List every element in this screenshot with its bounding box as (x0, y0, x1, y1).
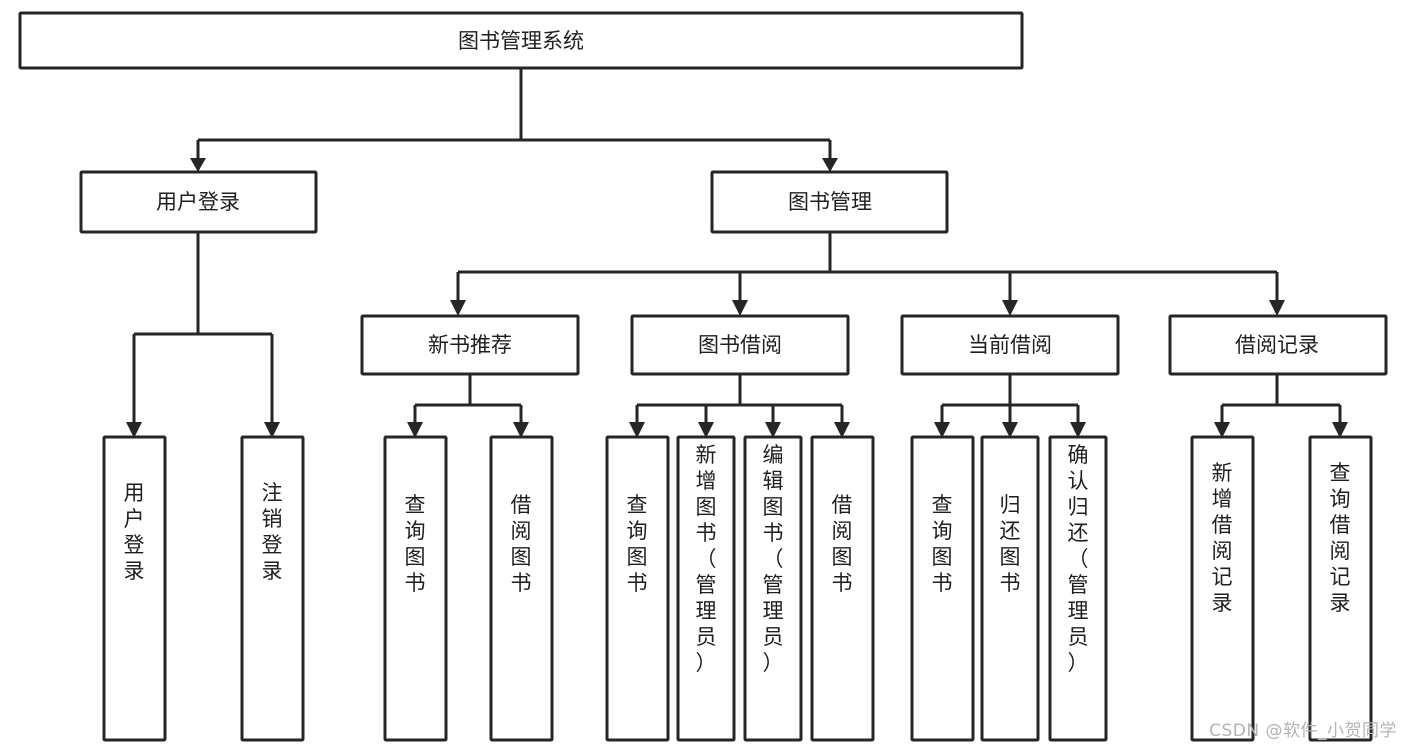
node-current-borrow[interactable]: 当前借阅 (900, 314, 1120, 376)
node-root[interactable]: 图书管理系统 (18, 11, 1024, 70)
node-book-borrow[interactable]: 图书借阅 (630, 314, 850, 376)
arrow-book-manage-to-book-borrow (732, 300, 748, 316)
node-leaf-return-book[interactable]: 归还图书 (980, 435, 1040, 742)
node-user-login[interactable]: 用户登录 (79, 170, 318, 234)
arrow-user-login-to-leaf-user-login (126, 422, 142, 438)
node-leaf-add-book-admin-label: 新增图书（管理员） (696, 443, 717, 675)
node-leaf-logout-login[interactable]: 注销登录 (240, 435, 305, 742)
node-leaf-logout-login-label: 注销登录 (262, 481, 283, 583)
node-leaf-user-login-box[interactable] (102, 435, 167, 742)
node-new-book-recommend-label: 新书推荐 (428, 333, 512, 357)
node-leaf-edit-book-admin-box[interactable] (743, 435, 803, 742)
node-leaf-query-book-3[interactable]: 查询图书 (910, 435, 975, 742)
node-current-borrow-label: 当前借阅 (968, 333, 1052, 357)
node-new-book-recommend[interactable]: 新书推荐 (360, 314, 580, 376)
node-leaf-borrow-book-1-label: 借阅图书 (511, 493, 532, 595)
node-leaf-borrow-book-2-box[interactable] (810, 435, 875, 742)
node-leaf-add-book-admin[interactable]: 新增图书（管理员） (676, 435, 736, 742)
node-root-box[interactable] (18, 11, 1024, 70)
arrow-borrow-to-query-book (629, 422, 645, 438)
arrow-book-manage-to-current-borrow (1002, 300, 1018, 316)
edge-borrow-record-bus (1220, 375, 1342, 424)
arrow-root-to-user-login (190, 158, 206, 172)
arrow-record-to-query-record (1332, 422, 1348, 438)
node-book-manage[interactable]: 图书管理 (710, 170, 949, 234)
node-book-manage-label: 图书管理 (788, 190, 872, 214)
node-leaf-borrow-book-2-label: 借阅图书 (832, 493, 853, 595)
arrow-current-to-confirm-return (1070, 422, 1086, 438)
node-leaf-user-login[interactable]: 用户登录 (102, 435, 167, 742)
node-leaf-query-book-1[interactable]: 查询图书 (383, 435, 448, 742)
node-leaf-borrow-book-1-box[interactable] (489, 435, 554, 742)
node-leaf-add-book-admin-box[interactable] (676, 435, 736, 742)
node-new-book-recommend-box[interactable] (360, 314, 580, 376)
node-leaf-query-borrow-record[interactable]: 查询借阅记录 (1308, 435, 1373, 742)
node-leaf-logout-login-box[interactable] (240, 435, 305, 742)
node-user-login-label: 用户登录 (156, 190, 240, 214)
arrow-root-to-book-manage (822, 158, 838, 172)
node-book-borrow-box[interactable] (630, 314, 850, 376)
arrow-recommend-to-borrow-book (513, 422, 529, 438)
node-leaf-query-book-2-box[interactable] (605, 435, 670, 742)
arrow-current-to-return-book (1002, 422, 1018, 438)
node-leaf-query-borrow-record-box[interactable] (1308, 435, 1373, 742)
node-book-borrow-label: 图书借阅 (698, 333, 782, 357)
edge-layer (126, 68, 1348, 438)
node-leaf-confirm-return-admin-label: 确认归还（管理员） (1068, 443, 1089, 675)
edge-current-borrow-bus (940, 375, 1080, 424)
node-leaf-add-borrow-record[interactable]: 新增借阅记录 (1190, 435, 1255, 742)
edge-book-borrow-bus (635, 375, 844, 424)
edge-book-manage-bus (456, 232, 1279, 302)
node-leaf-query-book-2[interactable]: 查询图书 (605, 435, 670, 742)
node-leaf-query-book-3-box[interactable] (910, 435, 975, 742)
node-leaf-confirm-return-admin[interactable]: 确认归还（管理员） (1048, 435, 1108, 742)
node-book-manage-box[interactable] (710, 170, 949, 234)
node-current-borrow-box[interactable] (900, 314, 1120, 376)
arrow-borrow-to-edit-book (765, 422, 781, 438)
arrow-book-manage-to-borrow-record (1269, 300, 1285, 316)
arrow-record-to-add-record (1214, 422, 1230, 438)
node-leaf-borrow-book-2[interactable]: 借阅图书 (810, 435, 875, 742)
node-borrow-record-box[interactable] (1168, 314, 1388, 376)
node-leaf-add-borrow-record-box[interactable] (1190, 435, 1255, 742)
node-leaf-add-borrow-record-label: 新增借阅记录 (1212, 461, 1233, 615)
arrow-book-manage-to-new-book-recommend (450, 300, 466, 316)
node-borrow-record-label: 借阅记录 (1235, 333, 1319, 357)
node-leaf-edit-book-admin-label: 编辑图书（管理员） (763, 443, 784, 675)
node-leaf-return-book-label: 归还图书 (1000, 493, 1021, 595)
edge-root-bus (196, 68, 832, 160)
node-borrow-record[interactable]: 借阅记录 (1168, 314, 1388, 376)
csdn-watermark: CSDN @软件_小贺同学 (1209, 721, 1397, 741)
node-leaf-return-book-box[interactable] (980, 435, 1040, 742)
node-leaf-query-book-3-label: 查询图书 (932, 493, 953, 595)
edge-new-book-recommend-bus (413, 375, 523, 424)
arrow-borrow-to-borrow-book (834, 422, 850, 438)
node-leaf-edit-book-admin[interactable]: 编辑图书（管理员） (743, 435, 803, 742)
node-user-login-box[interactable] (79, 170, 318, 234)
arrow-borrow-to-add-book (698, 422, 714, 438)
node-root-label: 图书管理系统 (458, 29, 584, 53)
node-leaf-query-book-2-label: 查询图书 (627, 493, 648, 595)
arrow-user-login-to-leaf-logout-login (264, 422, 280, 438)
node-leaf-confirm-return-admin-box[interactable] (1048, 435, 1108, 742)
node-leaf-borrow-book-1[interactable]: 借阅图书 (489, 435, 554, 742)
node-leaf-query-book-1-label: 查询图书 (405, 493, 426, 595)
arrow-recommend-to-query-book (407, 422, 423, 438)
edge-user-login-bus (132, 232, 274, 424)
node-leaf-user-login-label: 用户登录 (124, 481, 145, 583)
node-leaf-query-borrow-record-label: 查询借阅记录 (1330, 461, 1351, 615)
node-leaf-query-book-1-box[interactable] (383, 435, 448, 742)
arrow-current-to-query-book (934, 422, 950, 438)
